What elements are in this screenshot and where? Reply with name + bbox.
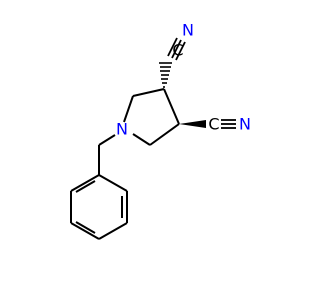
benzene-double-bond [75,180,96,193]
nitrile-right-triple-bond [221,119,236,129]
ring-bond [149,123,180,146]
hashed-wedge-bond [159,62,172,88]
ring-nitrogen-label: N [116,120,128,139]
nitrile-top-triple-bond [167,37,186,61]
benzene-bond [98,222,128,240]
ring-nitrogen-atom: N [116,120,128,139]
nitrile-top-atoms: C N [172,21,194,60]
benzyl-n-bond [98,134,116,146]
nitrile-top-carbon-label: C [172,41,183,60]
benzene-bond [98,174,128,192]
benzene-ring [70,174,128,240]
benzene-bond [70,222,100,240]
molecule-structure: N C N C N [70,21,251,240]
ring-bond [123,95,134,123]
nitrile-right-nitrogen-label: N [239,115,251,134]
benzene-bond [70,174,100,192]
nitrile-right-atoms: C N [208,115,251,134]
ring-bond [163,88,180,125]
benzene-double-bond [75,221,96,234]
nitrile-top-nitrogen-label: N [182,21,194,40]
ring-bond [132,88,165,97]
pyrrolidine-ring [123,88,180,146]
ring-bond [132,133,151,146]
nitrile-right-carbon-label: C [208,115,219,134]
solid-wedge-bond [179,120,206,128]
